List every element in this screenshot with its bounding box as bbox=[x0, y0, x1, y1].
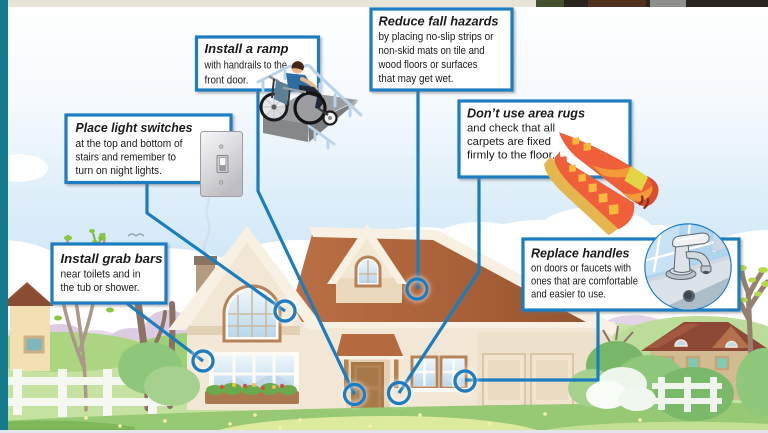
svg-text:front door.: front door. bbox=[205, 75, 249, 87]
svg-text:with handrails to the: with handrails to the bbox=[204, 59, 287, 71]
svg-text:Reduce fall hazards: Reduce fall hazards bbox=[379, 14, 499, 29]
svg-text:Install grab bars: Install grab bars bbox=[61, 251, 163, 266]
svg-text:and check that all: and check that all bbox=[467, 123, 555, 135]
svg-text:and easier to use.: and easier to use. bbox=[531, 289, 606, 301]
svg-text:carpets are fixed: carpets are fixed bbox=[467, 136, 551, 148]
svg-text:by placing no-slip strips or: by placing no-slip strips or bbox=[379, 31, 494, 43]
svg-text:turn on night lights.: turn on night lights. bbox=[76, 165, 163, 177]
svg-text:Install a ramp: Install a ramp bbox=[205, 41, 289, 56]
svg-text:near toilets and in: near toilets and in bbox=[61, 269, 141, 281]
svg-text:the tub or shower.: the tub or shower. bbox=[61, 282, 140, 294]
svg-text:stairs and remember to: stairs and remember to bbox=[76, 152, 177, 164]
svg-text:Place light switches: Place light switches bbox=[76, 120, 193, 135]
svg-text:Don’t use area rugs: Don’t use area rugs bbox=[467, 106, 585, 121]
svg-text:firmly to the floor.: firmly to the floor. bbox=[467, 150, 555, 162]
svg-text:ones that are comfortable: ones that are comfortable bbox=[531, 276, 638, 288]
svg-text:that may get wet.: that may get wet. bbox=[379, 73, 454, 85]
svg-text:at the top and bottom of: at the top and bottom of bbox=[76, 138, 184, 150]
svg-text:non-skid mats on tile and: non-skid mats on tile and bbox=[379, 45, 485, 57]
svg-text:wood floors or surfaces: wood floors or surfaces bbox=[378, 59, 478, 71]
svg-text:on doors or faucets with: on doors or faucets with bbox=[531, 263, 631, 275]
svg-text:Replace handles: Replace handles bbox=[531, 246, 630, 261]
